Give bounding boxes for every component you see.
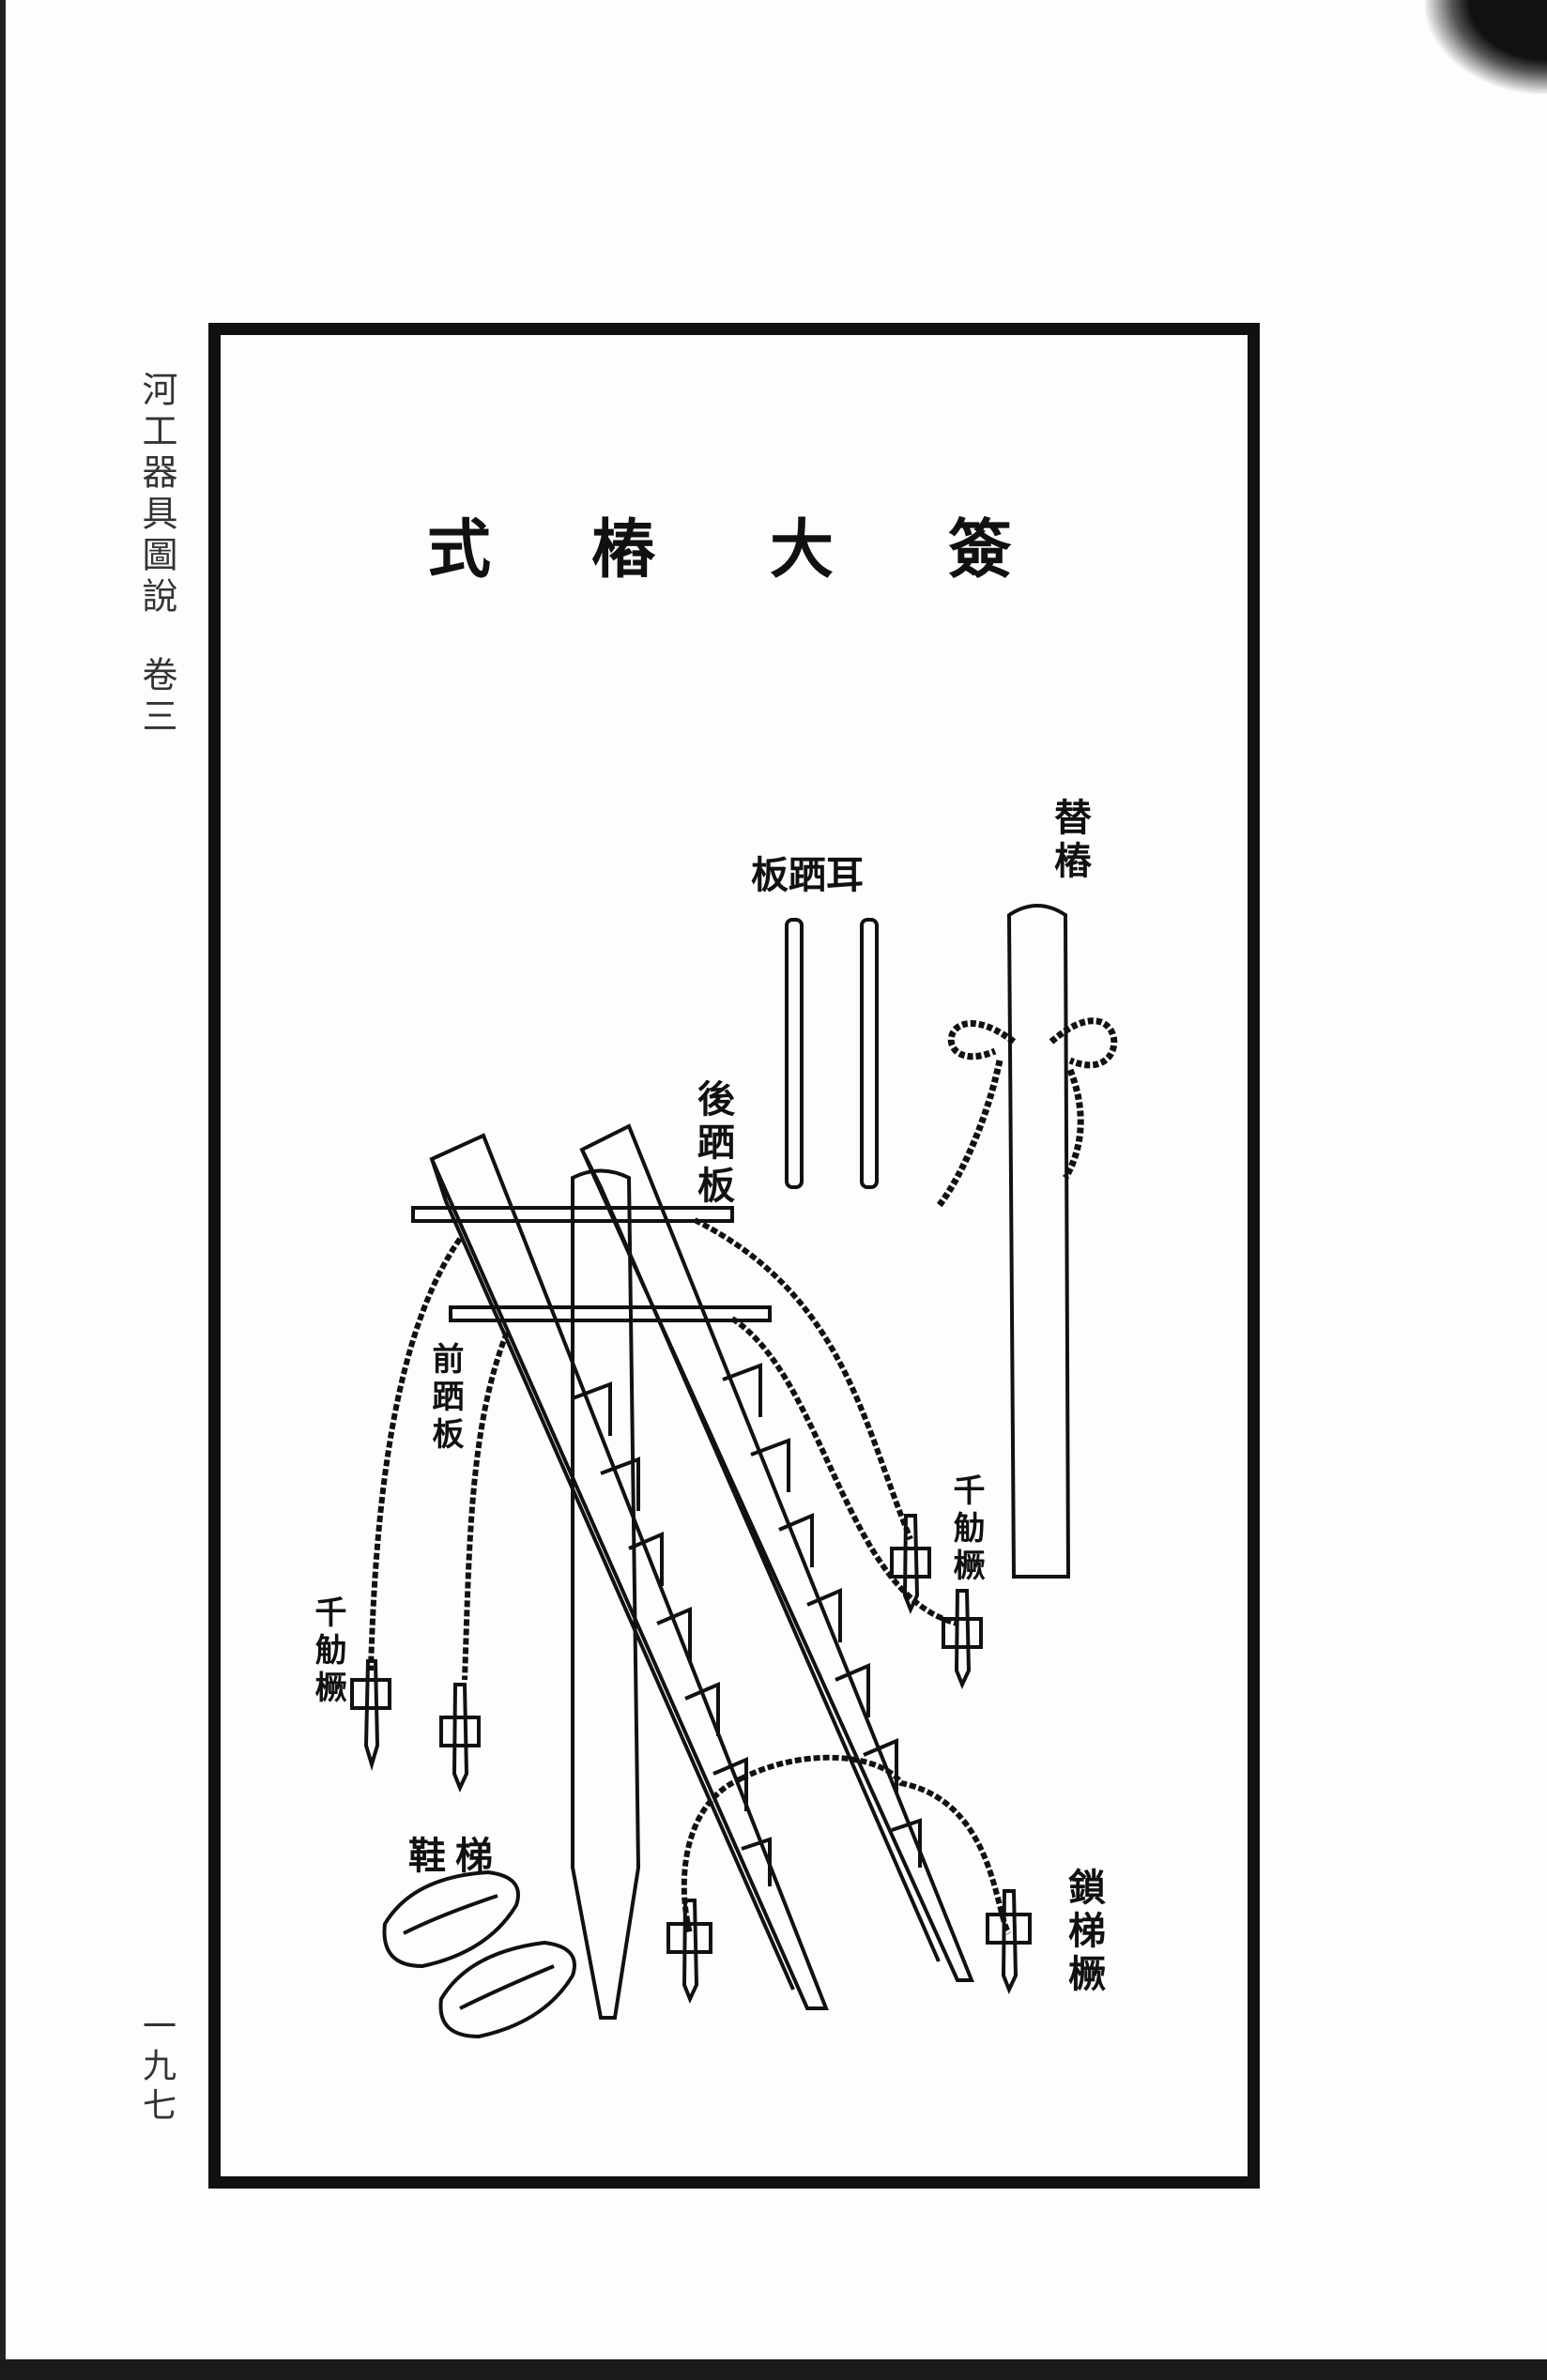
page-edge-bottom [0, 2359, 1547, 2380]
page-edge-left [0, 0, 6, 2380]
front-step-board-drawing [449, 1305, 772, 1322]
label-rear-step-board: 後跴板 [691, 1079, 735, 1209]
label-anchor-peg-right: 千觔橛 [947, 1473, 985, 1586]
plate-frame [208, 323, 1260, 2189]
volume-label: 卷三 [136, 656, 177, 739]
scan-shadow-corner [1425, 0, 1547, 94]
running-title: 河工器具圖說卷三 [131, 371, 183, 739]
step-teeth-left [572, 1381, 772, 1886]
center-pole [571, 1168, 641, 2020]
label-front-step-board: 前跴板 [426, 1342, 464, 1455]
step-teeth-right [722, 1363, 922, 1868]
title-char-1: 簽 [948, 512, 1013, 587]
replacement-stake-drawing [1006, 904, 1071, 1579]
label-ear-step-board: 耳跴板 [751, 853, 864, 897]
anchor-pegs [350, 1514, 1032, 2005]
right-stake [579, 1123, 974, 1982]
rear-step-board-drawing [411, 1206, 734, 1223]
title-char-4: 式 [427, 512, 492, 587]
label-replacement-stake: 替樁 [1048, 798, 1092, 884]
title-char-2: 大 [770, 512, 835, 587]
title-char-3: 樁 [591, 512, 656, 587]
left-stake [429, 1133, 829, 2010]
label-ladder-lock-peg: 鎖梯橛 [1062, 1868, 1106, 1997]
ear-board-2 [860, 918, 879, 1189]
label-ladder-shoes: 梯鞋 [408, 1834, 502, 1878]
rope-knot [936, 1017, 1118, 1209]
book-title: 河工器具圖說 [136, 371, 177, 618]
page-number: 一九七 [137, 2008, 176, 2127]
ear-board-1 [785, 918, 804, 1189]
ropes [368, 1217, 1012, 1935]
ladder-shoes-drawing [382, 1869, 576, 2039]
label-anchor-peg-left: 千觔橛 [309, 1595, 346, 1708]
